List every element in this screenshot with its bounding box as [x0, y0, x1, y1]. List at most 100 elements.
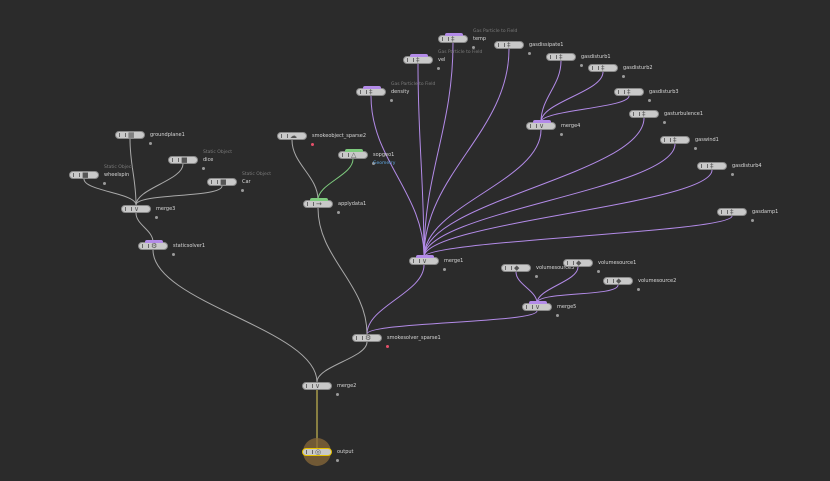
node-gasdisturb3[interactable]: ‡ gasdisturb3: [614, 88, 679, 102]
node-smokesolver_sparse1[interactable]: ⚙smokesolver_sparse1: [352, 334, 441, 348]
wire-wheelspin-to-merge3[interactable]: [83, 178, 137, 206]
wire-temp-to-merge1[interactable]: [423, 42, 454, 258]
node-status-dot: [648, 99, 651, 102]
node-volumesource2[interactable]: ◆volumesource2: [603, 277, 676, 291]
node-label: gasdisturb1: [581, 54, 611, 60]
node-status-dot: [597, 270, 600, 273]
wire-volumesource1-to-merge5[interactable]: [536, 266, 579, 304]
wire-smokesolver_sparse1-to-merge2[interactable]: [316, 341, 368, 383]
node-vel[interactable]: ‡ vel Gas Particle to Field: [403, 50, 482, 70]
wire-gasdamp1-to-merge1[interactable]: [423, 215, 733, 258]
node-status-dot: [336, 459, 339, 462]
static-icon: ■: [82, 171, 89, 179]
node-type-label: Static Object: [242, 172, 271, 177]
volume-icon: ◆: [616, 277, 622, 285]
wire-vel-to-merge1[interactable]: [417, 63, 425, 258]
wire-smokeobject_sparse2-to-applydata1[interactable]: [291, 139, 319, 201]
node-type-label: Gas Particle to Field: [391, 82, 436, 87]
wire-gaswind1-to-merge1[interactable]: [423, 143, 676, 258]
wire-dice-to-merge3[interactable]: [135, 163, 184, 206]
node-merge5[interactable]: ∨merge5: [522, 301, 576, 317]
solver-icon: ⚙: [151, 242, 158, 250]
node-type-label: Static Object: [203, 150, 232, 155]
wire-applydata1-to-smokesolver_sparse1[interactable]: [317, 207, 368, 335]
gas-icon: ‡: [627, 88, 631, 96]
node-groundplane1[interactable]: ▦groundplane1: [115, 131, 185, 145]
gas-icon: ‡: [507, 41, 511, 49]
wire-gasdisturb4-to-merge1[interactable]: [423, 169, 713, 258]
node-status-dot: [472, 46, 475, 49]
node-merge1[interactable]: ∨merge1: [409, 255, 463, 271]
node-volumesource1[interactable]: ◆volumesource1: [563, 259, 636, 273]
node-merge2[interactable]: ∨merge2: [302, 382, 356, 396]
node-status-dot: [580, 64, 583, 67]
node-gasdisturb2[interactable]: ‡gasdisturb2: [588, 64, 653, 78]
node-output[interactable]: ◎output: [302, 448, 354, 462]
node-label: gasdisturb3: [649, 89, 679, 95]
node-gasdisturb4[interactable]: ‡gasdisturb4: [697, 162, 762, 176]
node-label: Car: [242, 179, 251, 185]
apply-icon: →: [316, 200, 322, 208]
wire-car-to-merge3[interactable]: [135, 185, 223, 206]
wire-merge4-to-merge1[interactable]: [423, 129, 542, 258]
node-flag-bar: [529, 301, 547, 304]
wire-merge1-to-smokesolver_sparse1[interactable]: [366, 264, 425, 335]
node-gaswind1[interactable]: ‡gaswind1: [660, 136, 719, 150]
node-merge4[interactable]: ∨merge4: [526, 120, 580, 136]
node-label: wheelspin: [104, 172, 130, 178]
node-status-dot: [202, 167, 205, 170]
node-status-dot: [535, 275, 538, 278]
node-gasdamp1[interactable]: ‡gasdamp1: [717, 208, 778, 222]
node-type-label: Geometry: [373, 161, 396, 166]
node-type-label: Gas Particle to Field: [473, 29, 518, 34]
node-applydata1[interactable]: →applydata1: [303, 198, 366, 214]
wire-sopgeo1-to-applydata1[interactable]: [317, 158, 354, 201]
wire-gasdisturb3-to-merge4[interactable]: [540, 95, 630, 123]
wire-merge3-to-staticsolver1[interactable]: [135, 212, 154, 243]
node-flag-bar: [533, 120, 551, 123]
node-status-dot: [622, 75, 625, 78]
node-status-dot: [336, 393, 339, 396]
node-gasturbulence1[interactable]: ‡gasturbulence1: [629, 110, 703, 124]
node-status-dot: [103, 182, 106, 185]
node-status-dot: [386, 345, 389, 348]
node-status-dot: [556, 314, 559, 317]
node-type-label: Gas Particle to Field: [438, 50, 483, 55]
wire-density-to-merge1[interactable]: [370, 95, 425, 258]
wire-staticsolver1-to-merge2[interactable]: [152, 249, 318, 383]
node-status-dot: [372, 162, 375, 165]
node-label: smokesolver_sparse1: [387, 335, 441, 341]
wire-volumesource2-to-merge5[interactable]: [536, 284, 619, 304]
gas-icon: ‡: [642, 110, 646, 118]
volume-icon: ◆: [576, 259, 582, 267]
node-gasdissipate1[interactable]: ‡gasdissipate1: [494, 41, 563, 55]
node-merge3[interactable]: ∨merge3: [121, 205, 175, 219]
wire-gasdisturb1-to-merge4[interactable]: [540, 60, 562, 123]
node-smokeobject_sparse2[interactable]: ☁smokeobject_sparse2: [277, 132, 366, 146]
node-label: gaswind1: [695, 137, 719, 143]
gas-icon: ‡: [416, 56, 420, 64]
node-gasdisturb1[interactable]: ‡gasdisturb1: [546, 53, 611, 67]
wire-volumesource3-to-merge5[interactable]: [515, 271, 538, 304]
node-volumesource3[interactable]: ◆volumesource3: [501, 264, 574, 278]
wire-groundplane1-to-merge3[interactable]: [129, 138, 137, 206]
wire-gasdisturb2-to-merge4[interactable]: [540, 71, 604, 123]
node-label: vel: [438, 57, 446, 63]
wire-merge5-to-smokesolver_sparse1[interactable]: [366, 310, 538, 335]
node-staticsolver1[interactable]: ⚙staticsolver1: [138, 240, 205, 256]
node-status-dot: [751, 219, 754, 222]
node-label: merge5: [557, 304, 577, 310]
node-flag-bar: [310, 198, 328, 201]
node-status-dot: [560, 133, 563, 136]
wire-gasdissipate1-to-merge1[interactable]: [423, 48, 510, 258]
wire-gasturbulence1-to-merge1[interactable]: [423, 117, 645, 258]
gas-icon: ‡: [730, 208, 734, 216]
